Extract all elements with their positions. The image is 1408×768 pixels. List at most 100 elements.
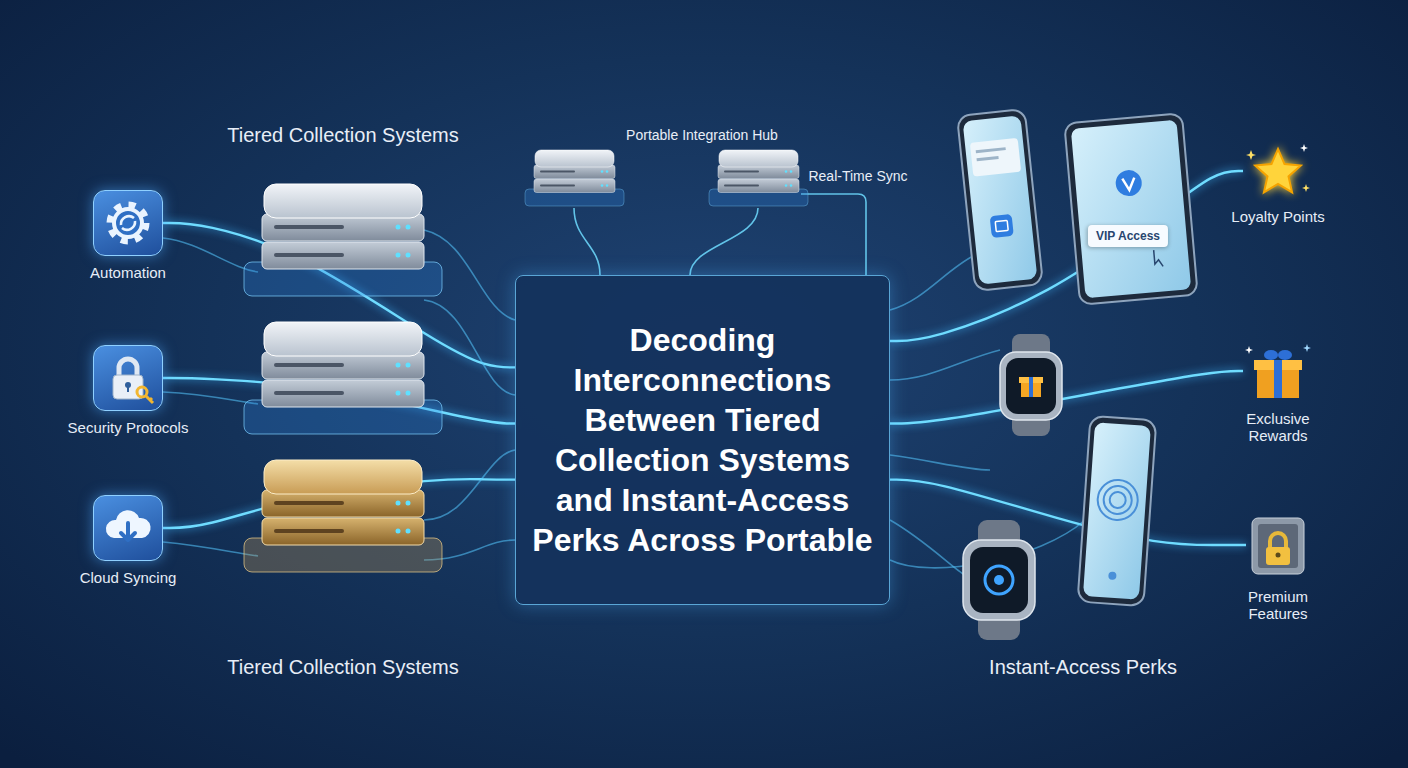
illustration-part: [890, 455, 990, 470]
perk-node: Exclusive Rewards: [1220, 338, 1336, 445]
smartwatch: [1000, 334, 1062, 436]
perk-node: Loyalty Points: [1220, 140, 1336, 225]
illustration-part: [525, 150, 624, 206]
title-box: Decoding Interconnections Between Tiered…: [515, 275, 890, 605]
screen-badge: VIP Access: [1088, 225, 1168, 247]
server-stack: [244, 184, 442, 572]
tablet: [1064, 113, 1197, 305]
phone: [957, 109, 1043, 291]
illustration-part: [1246, 508, 1310, 582]
illustration-part: [801, 194, 866, 275]
section-label: Tiered Collection Systems: [227, 656, 459, 679]
illustration-part: [1122, 178, 1135, 191]
illustration-part: [1255, 149, 1301, 192]
node-label: Automation: [90, 264, 166, 281]
illustration-part: [1083, 422, 1151, 599]
illustration-part: [1154, 249, 1163, 267]
icon-tile: [93, 495, 163, 561]
illustration-part: [1096, 479, 1139, 522]
node-label: Cloud Syncing: [80, 569, 177, 586]
illustration-part: [94, 191, 162, 255]
illustration-part: [244, 184, 442, 296]
illustration-part: [94, 496, 162, 560]
node-label: Loyalty Points: [1231, 208, 1324, 225]
illustration-part: [970, 547, 1028, 613]
section-label: Tiered Collection Systems: [227, 124, 459, 147]
illustration-part: [114, 209, 142, 237]
illustration-part: [1266, 547, 1290, 565]
illustration-part: [1071, 120, 1191, 299]
illustration-part: [424, 300, 515, 395]
illustration-part: [1103, 485, 1133, 515]
connector: [890, 480, 1246, 545]
illustration-part: [1303, 344, 1311, 352]
illustration-part: [163, 392, 258, 404]
illustration-part: [121, 216, 135, 230]
illustration-part: [137, 387, 147, 397]
illustration-part: [1258, 524, 1298, 568]
illustration-part: [1264, 350, 1278, 360]
illustration-part: [1270, 533, 1286, 548]
illustration-part: [995, 220, 1008, 231]
illustration-part: [970, 138, 1021, 177]
illustration-part: [994, 575, 1004, 585]
hub-servers: [525, 150, 808, 206]
illustration-part: [1278, 350, 1292, 360]
illustration-part: [163, 238, 258, 272]
feature-node: Security Protocols: [53, 345, 203, 436]
node-label: Exclusive Rewards: [1220, 410, 1336, 445]
illustration-part: [111, 206, 145, 240]
section-label: Real-Time Sync: [808, 168, 907, 184]
perk-icon: [1243, 140, 1313, 202]
illustration-part: [957, 109, 1043, 291]
feature-node: Cloud Syncing: [53, 495, 203, 586]
illustration-part: [244, 460, 442, 572]
feature-node: Automation: [53, 190, 203, 281]
node-label: Premium Features: [1220, 588, 1336, 623]
illustration-part: [1252, 518, 1304, 574]
illustration-part: [119, 359, 137, 376]
illustration-part: [890, 350, 1000, 380]
illustration-part: [1243, 140, 1313, 202]
illustration-part: [121, 523, 135, 540]
illustration-part: [574, 208, 600, 275]
illustration-part: [94, 346, 162, 410]
illustration-part: [424, 450, 515, 520]
illustration-part: [963, 115, 1038, 284]
illustration-part: [1078, 416, 1157, 606]
illustration-part: [1109, 491, 1126, 508]
illustration-part: [1274, 360, 1282, 398]
connector: [890, 371, 1243, 424]
illustration-part: [1029, 377, 1033, 397]
illustration-part: [977, 156, 999, 161]
title-text: Decoding Interconnections Between Tiered…: [532, 320, 873, 560]
perk-node: Premium Features: [1220, 508, 1336, 623]
illustration-part: [978, 520, 1020, 640]
illustration-part: [985, 566, 1013, 594]
illustration-part: [1006, 358, 1056, 414]
illustration-part: [1243, 338, 1313, 404]
illustration-part: [976, 147, 1006, 153]
illustration-part: [690, 208, 758, 275]
illustration-part: [890, 255, 975, 310]
illustration-part: [1108, 572, 1117, 581]
icon-tile: [93, 345, 163, 411]
illustration-part: [244, 322, 442, 434]
perk-icon: [1246, 508, 1310, 582]
illustration-part: [963, 540, 1035, 620]
perk-icon: [1243, 338, 1313, 404]
illustration-part: [1245, 346, 1253, 354]
node-label: Security Protocols: [68, 419, 189, 436]
smartwatch: [963, 520, 1035, 640]
illustration-part: [1302, 184, 1310, 192]
illustration-part: [1300, 144, 1308, 152]
illustration-part: [990, 214, 1014, 238]
illustration-part: [1276, 553, 1281, 558]
phone: [1078, 416, 1157, 606]
illustration-part: [146, 396, 153, 403]
illustration-part: [1115, 169, 1143, 197]
illustration-part: [1246, 150, 1256, 160]
section-label: Instant-Access Perks: [989, 656, 1177, 679]
illustration-part: [127, 386, 129, 392]
